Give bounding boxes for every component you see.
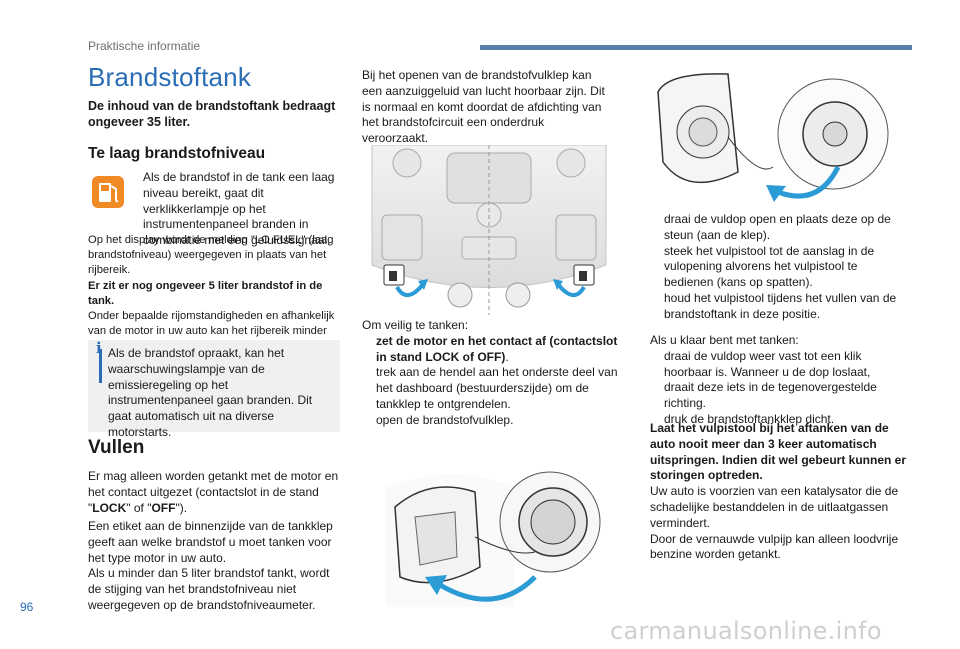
bullet-icon bbox=[362, 413, 370, 429]
done-block: Als u klaar bent met tanken: draai de vu… bbox=[650, 333, 900, 428]
step-text: draai de vuldop open en plaats deze op d… bbox=[664, 212, 891, 242]
dashboard-illustration bbox=[362, 144, 616, 315]
catalyst-note: Uw auto is voorzien van een katalysator … bbox=[650, 484, 899, 530]
section-label: Praktische informatie bbox=[88, 39, 201, 53]
cap-steps: draai de vuldop open en plaats deze op d… bbox=[650, 212, 900, 323]
bullet-icon bbox=[650, 349, 658, 412]
safe-intro: Om veilig te tanken: bbox=[362, 318, 469, 332]
step-text: open de brandstofvulklep. bbox=[376, 412, 514, 427]
bullet-icon bbox=[362, 365, 370, 412]
step-text: druk de brandstoftankklep dicht. bbox=[664, 411, 835, 426]
info-box bbox=[88, 340, 340, 432]
lo-fuel-block: Op het display wordt de melding "LO FUEL… bbox=[88, 233, 346, 355]
safe-fuelling-block: Om veilig te tanken: zet de motor en het… bbox=[362, 318, 624, 429]
vullen-paragraph-1: Er mag alleen worden getankt met de moto… bbox=[88, 469, 346, 516]
done-intro: Als u klaar bent met tanken: bbox=[650, 333, 799, 347]
vullen-text: "). bbox=[175, 500, 188, 515]
warning-note: Laat het vulpistool bij het aftanken van… bbox=[650, 421, 907, 483]
vullen-text: " of " bbox=[126, 500, 152, 515]
header-bar bbox=[480, 45, 912, 50]
reserve-text: Er zit er nog ongeveer 5 liter brandstof… bbox=[88, 279, 323, 307]
info-icon: i bbox=[96, 339, 102, 357]
list-item: zet de motor en het contact af (contacts… bbox=[362, 334, 624, 366]
info-box-text: Als de brandstof opraakt, kan het waarsc… bbox=[108, 346, 313, 439]
bullet-icon bbox=[650, 291, 658, 323]
vullen-paragraph-2: Een etiket aan de binnenzijde van de tan… bbox=[88, 519, 333, 565]
watermark: carmanualsonline.info bbox=[610, 617, 882, 645]
fuel-warning-icon bbox=[88, 172, 128, 212]
low-level-warning-text: Als de brandstof in de tank een laag niv… bbox=[143, 170, 335, 248]
lock-label: LOCK bbox=[92, 500, 127, 515]
list-item: draai de vuldop weer vast tot een klik h… bbox=[650, 349, 900, 412]
off-label: OFF bbox=[151, 500, 176, 515]
bullet-icon bbox=[650, 212, 658, 244]
list-item: druk de brandstoftankklep dicht. bbox=[650, 412, 900, 428]
list-item: open de brandstofvulklep. bbox=[362, 413, 624, 429]
page-number: 96 bbox=[20, 600, 34, 614]
step-text: zet de motor en het contact af (contacts… bbox=[376, 333, 618, 364]
step-text: trek aan de hendel aan het onderste deel… bbox=[376, 365, 618, 411]
step-text: steek het vulpistool tot de aanslag in d… bbox=[664, 243, 875, 290]
step-text: draai de vuldop weer vast tot een klik h… bbox=[664, 348, 877, 411]
vullen-text: Er mag alleen worden getankt met de moto… bbox=[88, 469, 339, 515]
list-item-text: zet de motor en het contact af (contacts… bbox=[376, 334, 624, 366]
unleaded-note: Door de vernauwde vulpijp kan alleen loo… bbox=[650, 531, 899, 562]
vullen-heading: Vullen bbox=[88, 437, 145, 458]
fuel-cap-illustration bbox=[648, 72, 890, 210]
vullen-paragraphs: Een etiket aan de binnenzijde van de tan… bbox=[88, 519, 346, 614]
page-title: Brandstoftank bbox=[88, 62, 252, 92]
low-level-heading: Te laag brandstofniveau bbox=[88, 145, 266, 162]
notes-block: Laat het vulpistool bij het aftanken van… bbox=[636, 421, 912, 563]
fuel-flap-illustration bbox=[385, 467, 610, 607]
step-text: houd het vulpistool tijdens het vullen v… bbox=[664, 290, 897, 321]
step-suffix: . bbox=[505, 349, 509, 364]
list-item: steek het vulpistool tot de aanslag in d… bbox=[650, 244, 900, 291]
bullet-icon bbox=[650, 244, 658, 291]
list-item: draai de vuldop open en plaats deze op d… bbox=[650, 212, 900, 244]
info-bar bbox=[99, 349, 102, 383]
bullet-icon bbox=[362, 334, 370, 366]
opening-text: Bij het openen van de brandstofvulklep k… bbox=[362, 68, 605, 146]
intro-text: De inhoud van de brandstoftank bedraagt … bbox=[88, 99, 336, 129]
lo-fuel-display-text: Op het display wordt de melding "LO FUEL… bbox=[88, 234, 334, 277]
list-item: trek aan de hendel aan het onderste deel… bbox=[362, 365, 624, 412]
list-item: houd het vulpistool tijdens het vullen v… bbox=[650, 291, 900, 323]
vullen-paragraph-3: Als u minder dan 5 liter brandstof tankt… bbox=[88, 566, 330, 612]
